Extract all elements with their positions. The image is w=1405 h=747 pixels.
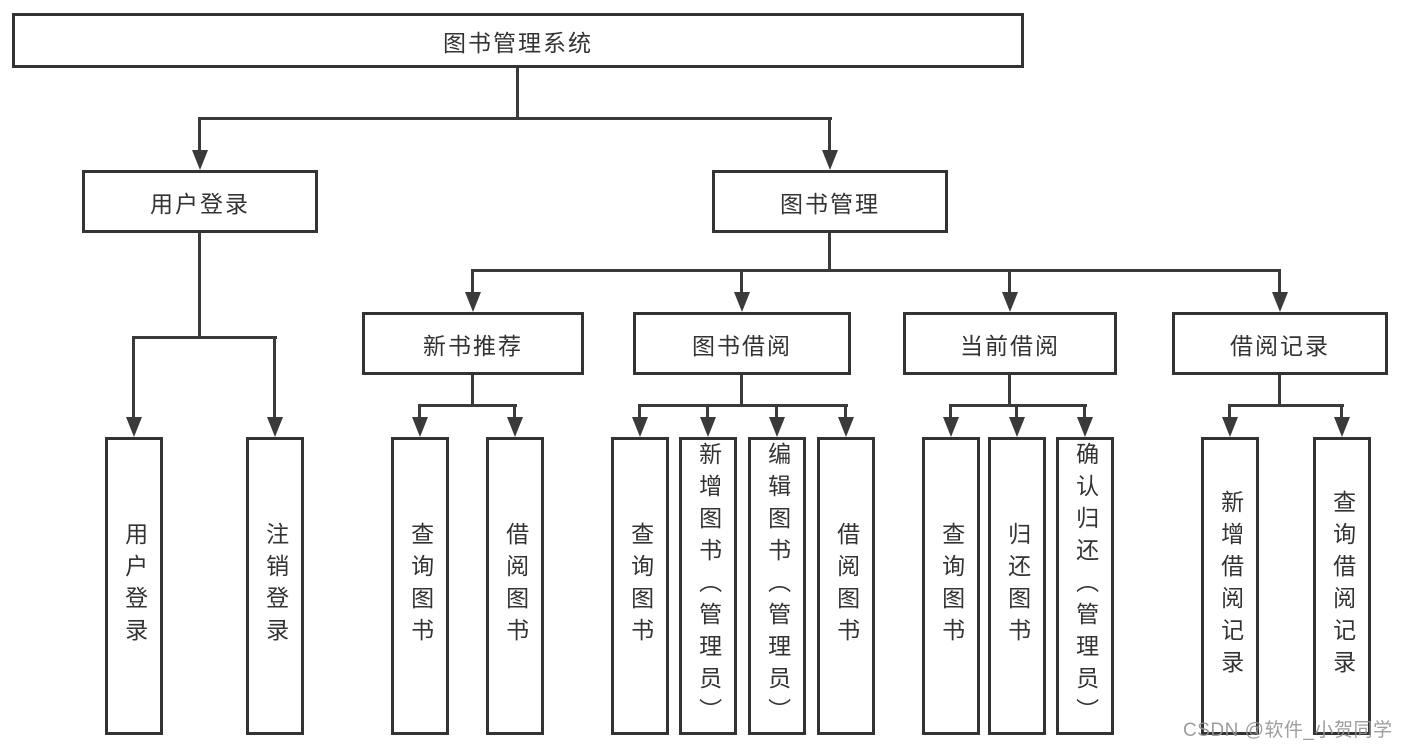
leaf-query-books-borrowing-label: 查询图书: [627, 522, 654, 650]
leaf-edit-book-admin-label: 编辑图书（管理员）: [764, 442, 791, 730]
node-book-borrowing-label: 图书借阅: [692, 332, 792, 359]
connector-vline: [132, 336, 135, 417]
arrow-down-icon: [126, 417, 142, 437]
arrow-down-icon: [1077, 417, 1093, 437]
node-current-borrowing-label: 当前借阅: [960, 332, 1060, 359]
node-user-login-label: 用户登录: [150, 190, 250, 217]
connector-vline: [740, 269, 743, 294]
connector-vline: [706, 404, 709, 419]
leaf-query-books-recommend-label: 查询图书: [407, 522, 434, 650]
connector-vline: [1008, 269, 1011, 294]
arrow-down-icon: [267, 417, 283, 437]
leaf-add-borrow-record-label: 新增借阅记录: [1217, 490, 1244, 682]
node-book-management: 图书管理: [712, 170, 948, 233]
arrow-down-icon: [632, 417, 648, 437]
leaf-borrow-books-recommend-label: 借阅图书: [502, 522, 529, 650]
connector-vline: [828, 117, 831, 152]
arrow-down-icon: [943, 417, 959, 437]
connector-vline: [198, 117, 201, 152]
arrow-down-icon: [700, 417, 716, 437]
connector-hline: [471, 269, 1281, 272]
leaf-confirm-return-admin-label: 确认归还（管理员）: [1072, 442, 1099, 730]
connector-vline: [1228, 404, 1231, 419]
connector-vline: [471, 375, 474, 407]
leaf-logout: 注销登录: [246, 437, 304, 735]
arrow-down-icon: [412, 417, 428, 437]
connector-hline: [638, 404, 848, 407]
connector-vline: [740, 375, 743, 407]
leaf-query-borrow-record-label: 查询借阅记录: [1329, 490, 1356, 682]
leaf-borrow-books-label: 借阅图书: [833, 522, 860, 650]
connector-vline: [828, 233, 831, 271]
node-library-system: 图书管理系统: [12, 13, 1024, 68]
leaf-query-books-current-label: 查询图书: [938, 522, 965, 650]
arrow-down-icon: [507, 417, 523, 437]
arrow-down-icon: [1334, 417, 1350, 437]
leaf-query-books-borrowing: 查询图书: [611, 437, 669, 735]
connector-vline: [1083, 404, 1086, 419]
connector-vline: [1278, 375, 1281, 407]
connector-vline: [516, 68, 519, 118]
leaf-query-books-recommend: 查询图书: [391, 437, 449, 735]
leaf-add-borrow-record: 新增借阅记录: [1201, 437, 1259, 735]
leaf-logout-label: 注销登录: [262, 522, 289, 650]
connector-vline: [418, 404, 421, 419]
connector-hline: [418, 404, 517, 407]
connector-vline: [198, 233, 201, 338]
leaf-user-login-label: 用户登录: [121, 522, 148, 650]
connector-hline: [198, 117, 832, 120]
node-new-book-recommendation-label: 新书推荐: [423, 332, 523, 359]
arrow-down-icon: [1222, 417, 1238, 437]
leaf-borrow-books-recommend: 借阅图书: [486, 437, 544, 735]
leaf-add-book-admin-label: 新增图书（管理员）: [695, 442, 722, 730]
arrow-down-icon: [1009, 417, 1025, 437]
node-borrowing-records-label: 借阅记录: [1230, 332, 1330, 359]
leaf-add-book-admin: 新增图书（管理员）: [679, 437, 737, 735]
leaf-borrow-books: 借阅图书: [817, 437, 875, 735]
node-book-borrowing: 图书借阅: [633, 312, 851, 375]
leaf-return-book: 归还图书: [988, 437, 1046, 735]
leaf-confirm-return-admin: 确认归还（管理员）: [1056, 437, 1114, 735]
node-borrowing-records: 借阅记录: [1172, 312, 1388, 375]
arrow-down-icon: [769, 417, 785, 437]
leaf-edit-book-admin: 编辑图书（管理员）: [748, 437, 806, 735]
connector-vline: [1015, 404, 1018, 419]
connector-hline: [1228, 404, 1344, 407]
node-current-borrowing: 当前借阅: [903, 312, 1117, 375]
leaf-query-books-current: 查询图书: [922, 437, 980, 735]
connector-vline: [775, 404, 778, 419]
connector-hline: [132, 336, 277, 339]
connector-vline: [949, 404, 952, 419]
arrow-down-icon: [734, 292, 750, 312]
csdn-watermark: CSDN @软件_小贺同学: [1183, 720, 1393, 741]
connector-vline: [1278, 269, 1281, 294]
connector-vline: [638, 404, 641, 419]
node-library-system-label: 图书管理系统: [443, 29, 593, 56]
arrow-down-icon: [1272, 292, 1288, 312]
connector-vline: [1008, 375, 1011, 407]
leaf-query-borrow-record: 查询借阅记录: [1313, 437, 1371, 735]
node-new-book-recommendation: 新书推荐: [362, 312, 584, 375]
arrow-down-icon: [838, 417, 854, 437]
connector-vline: [513, 404, 516, 419]
connector-hline: [949, 404, 1087, 407]
arrow-down-icon: [1002, 292, 1018, 312]
connector-vline: [471, 269, 474, 294]
node-user-login: 用户登录: [82, 170, 318, 233]
connector-vline: [273, 336, 276, 417]
arrow-down-icon: [192, 150, 208, 170]
connector-vline: [1340, 404, 1343, 419]
arrow-down-icon: [822, 150, 838, 170]
arrow-down-icon: [465, 292, 481, 312]
leaf-user-login: 用户登录: [105, 437, 163, 735]
connector-vline: [844, 404, 847, 419]
leaf-return-book-label: 归还图书: [1004, 522, 1031, 650]
node-book-management-label: 图书管理: [780, 190, 880, 217]
